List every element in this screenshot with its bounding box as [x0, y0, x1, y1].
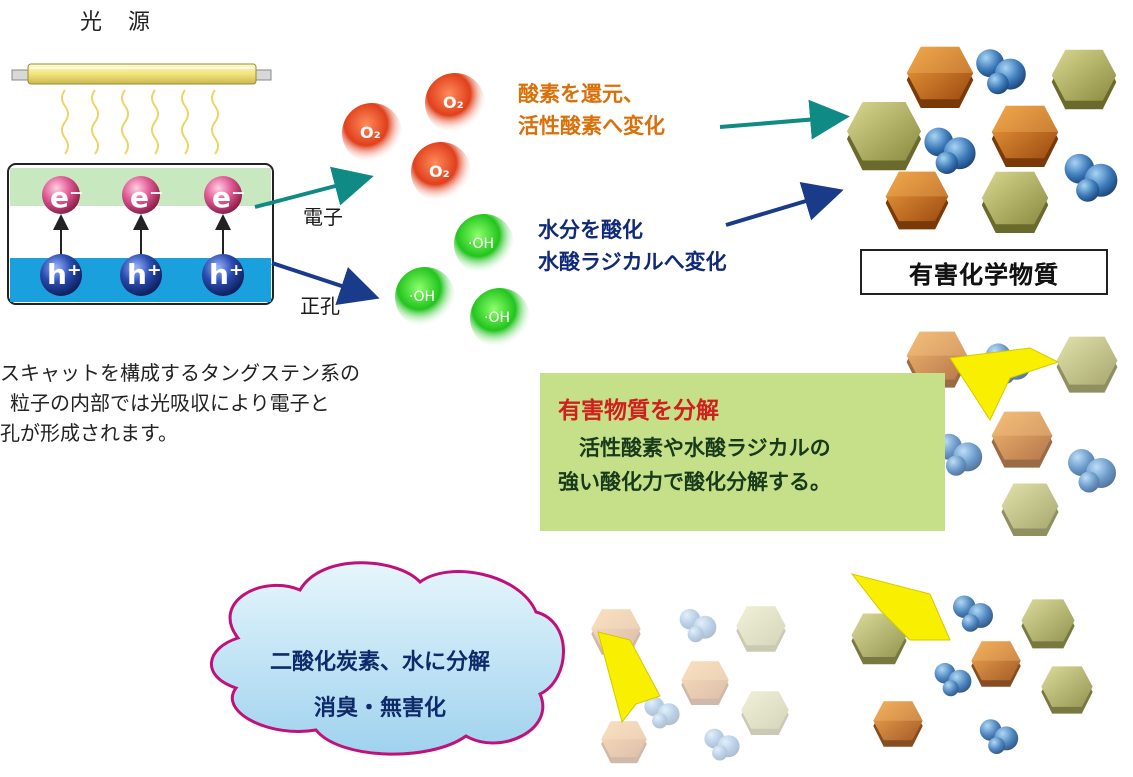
- electrons: [42, 176, 242, 214]
- oxygen-reaction-line1: 酸素を還元、: [518, 82, 644, 106]
- description-line2: 粒子の内部では光吸収により電子と: [10, 391, 330, 415]
- hole-symbol-2: h⁺: [127, 258, 162, 291]
- water-reaction-line2: 水酸ラジカルへ変化: [538, 250, 727, 274]
- electron-1: [42, 176, 80, 214]
- oxygen-label-1: O₂: [360, 123, 381, 142]
- electron-3: [204, 176, 242, 214]
- oxygen-label-2: O₂: [443, 93, 464, 112]
- light-rays: [61, 89, 219, 155]
- description: スキャットを構成するタングステン系の 粒子の内部では光吸収により電子と 孔が形成…: [0, 358, 470, 448]
- oxygen-reaction-line2: 活性酸素へ変化: [518, 114, 665, 138]
- description-line1: スキャットを構成するタングステン系の: [0, 361, 360, 385]
- excitation-arrows: [53, 214, 231, 258]
- hole-3: [202, 254, 244, 296]
- light-tube: [11, 63, 272, 85]
- decomposed-cluster: [851, 595, 1093, 754]
- oxygen-label-3: O₂: [429, 162, 450, 181]
- hole-symbol-1: h⁺: [47, 258, 82, 291]
- hole-arrow: [271, 261, 380, 305]
- decompose-body: 活性酸素や水酸ラジカルの 強い酸化力で酸化分解する。: [558, 431, 927, 499]
- flow-arrow-down: [949, 347, 1060, 422]
- decompose-box: 有害物質を分解 活性酸素や水酸ラジカルの 強い酸化力で酸化分解する。: [540, 373, 945, 531]
- water-reaction-arrow: [725, 182, 844, 227]
- result-cloud: [209, 561, 565, 756]
- electron-arrow: [254, 166, 374, 209]
- harmful-chemicals-label: 有害化学物質: [909, 260, 1059, 289]
- holes: [40, 254, 244, 296]
- hydroxyl-label-1: ·OH: [468, 236, 494, 252]
- electron-symbol-1: e⁻: [50, 181, 84, 214]
- water-reaction-line1: 水分を酸化: [538, 218, 643, 242]
- hole-label: 正孔: [300, 294, 340, 318]
- harmful-chemicals-label-box: 有害化学物質: [860, 249, 1108, 295]
- result-text: 二酸化炭素、水に分解 消臭・無害化: [200, 640, 560, 732]
- electron-symbol-3: e⁻: [212, 181, 246, 214]
- flow-arrow-left: [597, 631, 661, 724]
- oxygen-reaction-arrow: [719, 99, 850, 140]
- electron-label: 電子: [303, 205, 343, 229]
- harmful-molecules-cluster: [846, 46, 1118, 233]
- flow-arrow-down-right: [850, 573, 951, 641]
- hole-symbol-3: h⁺: [209, 258, 244, 291]
- electron-symbol-2: e⁻: [130, 181, 164, 214]
- description-line3: 孔が形成されます。: [0, 421, 178, 445]
- result-line2: 消臭・無害化: [313, 696, 446, 721]
- electron-2: [122, 176, 160, 214]
- hydroxyl-radicals: [395, 214, 530, 348]
- hydroxyl-label-2: ·OH: [409, 289, 435, 305]
- decompose-title: 有害物質を分解: [558, 398, 719, 424]
- light-source-label: 光 源: [80, 10, 153, 35]
- oxygen-molecules: [342, 73, 485, 202]
- decompose-line2: 強い酸化力で酸化分解する。: [558, 470, 831, 494]
- result-line1: 二酸化炭素、水に分解: [269, 650, 490, 675]
- decompose-line1: 活性酸素や水酸ラジカルの: [558, 436, 831, 460]
- hydroxyl-label-3: ·OH: [484, 310, 510, 326]
- hole-2: [120, 254, 162, 296]
- hole-1: [40, 254, 82, 296]
